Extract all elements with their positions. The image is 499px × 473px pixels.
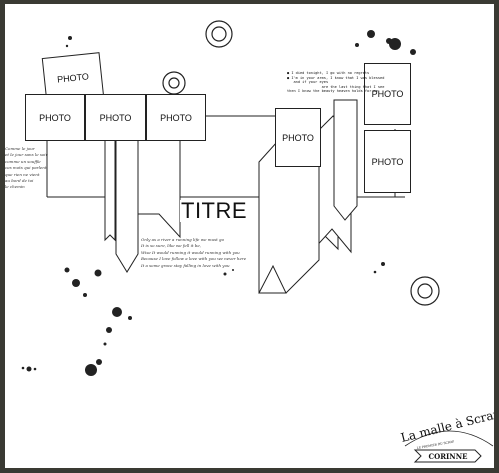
logo-name: CORINNE <box>429 452 468 461</box>
script-line: comme un souffle <box>5 158 41 164</box>
logo: La malle à Scrap LE PREMIER DU SCRAP COR… <box>399 406 494 463</box>
photo-3: PHOTO <box>146 94 206 141</box>
journal-text: ● I died tonight, I go with no regrets● … <box>287 71 384 94</box>
journal-line: are the last thing that I see <box>287 84 385 89</box>
script-line: au bord de toi <box>5 178 34 184</box>
photo-6: PHOTO <box>364 130 411 193</box>
circle-middle <box>162 71 186 95</box>
photo-label: PHOTO <box>371 89 404 99</box>
photo-label: PHOTO <box>371 156 404 167</box>
script-line: Only as a river a running life we must g… <box>141 237 225 242</box>
script-line: Comme le jour <box>5 146 35 151</box>
circle-top <box>205 20 233 48</box>
circle-right <box>410 276 440 306</box>
script-line: ces mots qui parlent <box>5 165 47 171</box>
script-line: que rien ne vient <box>5 171 40 177</box>
script-line: et le jour sans le soir <box>5 152 48 158</box>
photo-label: PHOTO <box>282 132 314 143</box>
logo-tagline: LE PREMIER DU SCRAP <box>416 439 454 450</box>
banner-notch <box>258 264 287 294</box>
photo-label: PHOTO <box>99 112 132 123</box>
photo-label: PHOTO <box>160 112 192 123</box>
photo-label: PHOTO <box>56 71 90 85</box>
sketch-page: La malle à Scrap LE PREMIER DU SCRAP COR… <box>5 4 494 468</box>
script-line: It is so sure, like we fell it be, <box>141 243 201 249</box>
script-line: Because I love follow a love with you we… <box>141 256 247 262</box>
banner-tall <box>333 99 358 221</box>
script-line: le chemin <box>5 184 25 190</box>
page-title: TITRE <box>180 198 249 223</box>
photo-1: PHOTO <box>25 94 85 141</box>
journal-line: then I know the beauty heaven holds for … <box>287 89 378 94</box>
photo-5: PHOTO <box>364 63 411 125</box>
sketch-lines: La malle à Scrap LE PREMIER DU SCRAP COR… <box>21 20 494 463</box>
banner-pointed <box>115 136 139 273</box>
photo-label: PHOTO <box>39 112 71 123</box>
photo-4: PHOTO <box>275 108 321 167</box>
script-line: Wise It would running it would running w… <box>141 249 240 255</box>
photo-2: PHOTO <box>85 94 146 141</box>
logo-brand: La malle à Scrap <box>399 406 494 444</box>
journal-line: and if your eyes <box>287 80 329 85</box>
ink-splatters <box>21 30 416 376</box>
journal-line: ● I died tonight, I go with no regrets <box>287 71 370 75</box>
handwritten-middle: Only as a river a running life we must g… <box>141 237 246 269</box>
banner-wide <box>137 136 181 239</box>
banner-narrow <box>104 136 116 242</box>
journal-line: ● I'm in your arms, I know that I was bl… <box>287 75 385 80</box>
script-line: It a some grace stay falling in love wit… <box>141 262 230 268</box>
